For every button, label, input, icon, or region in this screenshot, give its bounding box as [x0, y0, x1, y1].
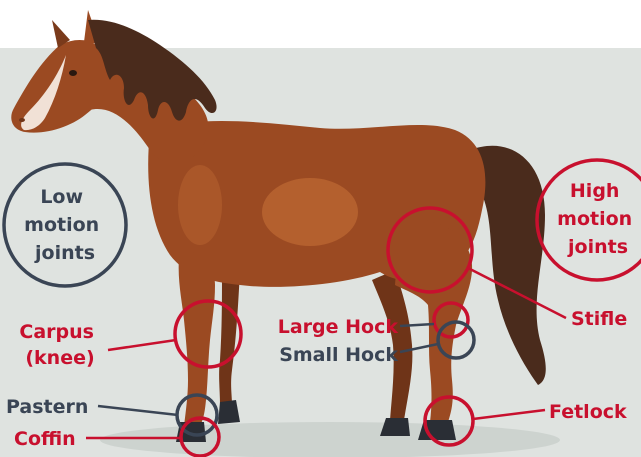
legend-high-line-2: motion	[557, 208, 632, 230]
horse-eye	[69, 70, 77, 76]
nostril	[19, 118, 25, 122]
coffin-label: Coffin	[14, 428, 76, 450]
legend-low-line-3: joints	[34, 242, 95, 264]
carpus-label-line-2: (knee)	[25, 347, 94, 369]
large-hock-label: Large Hock	[278, 316, 399, 338]
legend-high-line-1: High	[570, 180, 620, 202]
fetlock-label: Fetlock	[549, 401, 627, 423]
body-highlight	[262, 178, 358, 246]
legend-high-line-3: joints	[567, 236, 628, 258]
legend-low-line-1: Low	[40, 186, 83, 208]
stifle-label: Stifle	[571, 308, 627, 330]
small-hock-label: Small Hock	[279, 344, 398, 366]
legend-low-line-2: motion	[24, 214, 99, 236]
ground-shadow	[100, 422, 560, 457]
carpus-label-line-1: Carpus	[19, 321, 94, 343]
pastern-label: Pastern	[6, 396, 88, 418]
shoulder-highlight	[178, 165, 222, 245]
